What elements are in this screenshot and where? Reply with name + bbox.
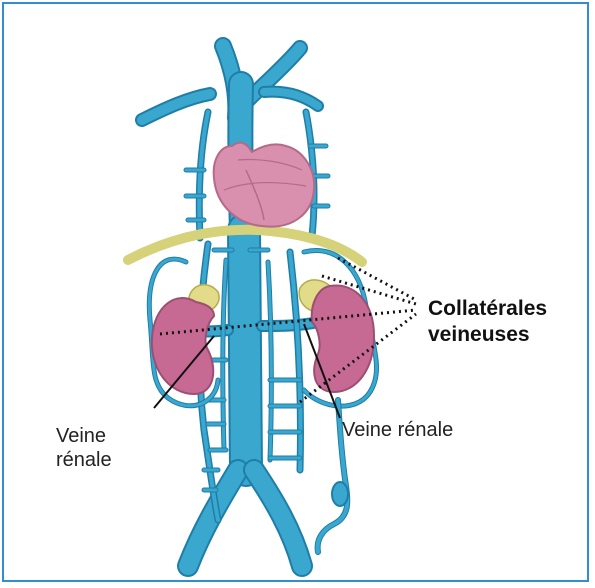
inferior-vena-cava-inner — [244, 230, 246, 470]
right-renal-vein-label: Veine rénale — [342, 418, 453, 442]
right-kidney — [312, 286, 374, 392]
right-lateral-varix — [332, 482, 348, 506]
right-lower-collateral-inner — [290, 252, 301, 470]
kidneys — [152, 286, 374, 394]
left-renal-vein-label: Veine rénale — [56, 424, 112, 472]
venous-collaterals-label: Collatérales veineuses — [428, 296, 547, 348]
